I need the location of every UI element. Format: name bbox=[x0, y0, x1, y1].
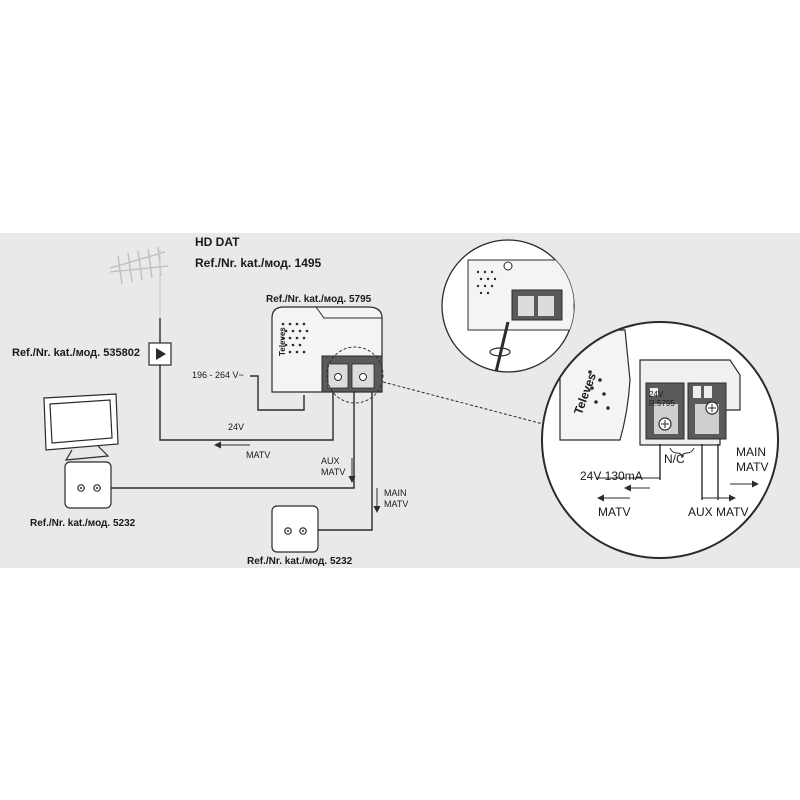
mains-voltage-label: 196 - 264 V~ bbox=[192, 370, 244, 380]
screwdriver-detail bbox=[441, 239, 575, 373]
power-supply-icon bbox=[271, 306, 384, 404]
detail-psu-code: R.5795 bbox=[649, 399, 675, 408]
brand-logo: Televes bbox=[278, 327, 287, 356]
aux-label: AUX bbox=[321, 456, 340, 466]
detail-main: MAIN bbox=[736, 445, 766, 459]
matv-label: MATV bbox=[246, 450, 271, 460]
dc-voltage-label: 24V bbox=[228, 422, 245, 432]
main-matv-label: MATV bbox=[384, 499, 409, 509]
main-label: MAIN bbox=[384, 488, 407, 498]
second-outlet-icon bbox=[271, 505, 319, 553]
connector-detail bbox=[541, 321, 779, 559]
second-outlet-ref: Ref./Nr. kat./мод. 5232 bbox=[247, 556, 353, 567]
cable-lines bbox=[100, 318, 567, 531]
product-name: HD DAT bbox=[195, 235, 240, 249]
detail-dc-current: 24V 130mA bbox=[580, 469, 643, 483]
amplifier-icon bbox=[148, 342, 172, 366]
detail-main-matv: MATV bbox=[736, 460, 769, 474]
detail-24v: 24V bbox=[649, 390, 664, 399]
tv-icon bbox=[43, 393, 119, 461]
antenna-ref: Ref./Nr. kat./мод. 1495 bbox=[195, 256, 322, 270]
tv-outlet-ref: Ref./Nr. kat./мод. 5232 bbox=[30, 518, 136, 529]
amplifier-ref: Ref./Nr. kat./мод. 535802 bbox=[12, 347, 140, 359]
detail-nc: N/C bbox=[664, 452, 685, 466]
aux-matv-label: MATV bbox=[321, 467, 346, 477]
detail-aux-matv: AUX MATV bbox=[688, 505, 749, 519]
antenna-icon bbox=[109, 246, 169, 318]
tv-outlet-icon bbox=[64, 461, 112, 509]
detail-matv: MATV bbox=[598, 505, 631, 519]
signal-arrows bbox=[214, 441, 381, 513]
psu-ref: Ref./Nr. kat./мод. 5795 bbox=[266, 294, 372, 305]
